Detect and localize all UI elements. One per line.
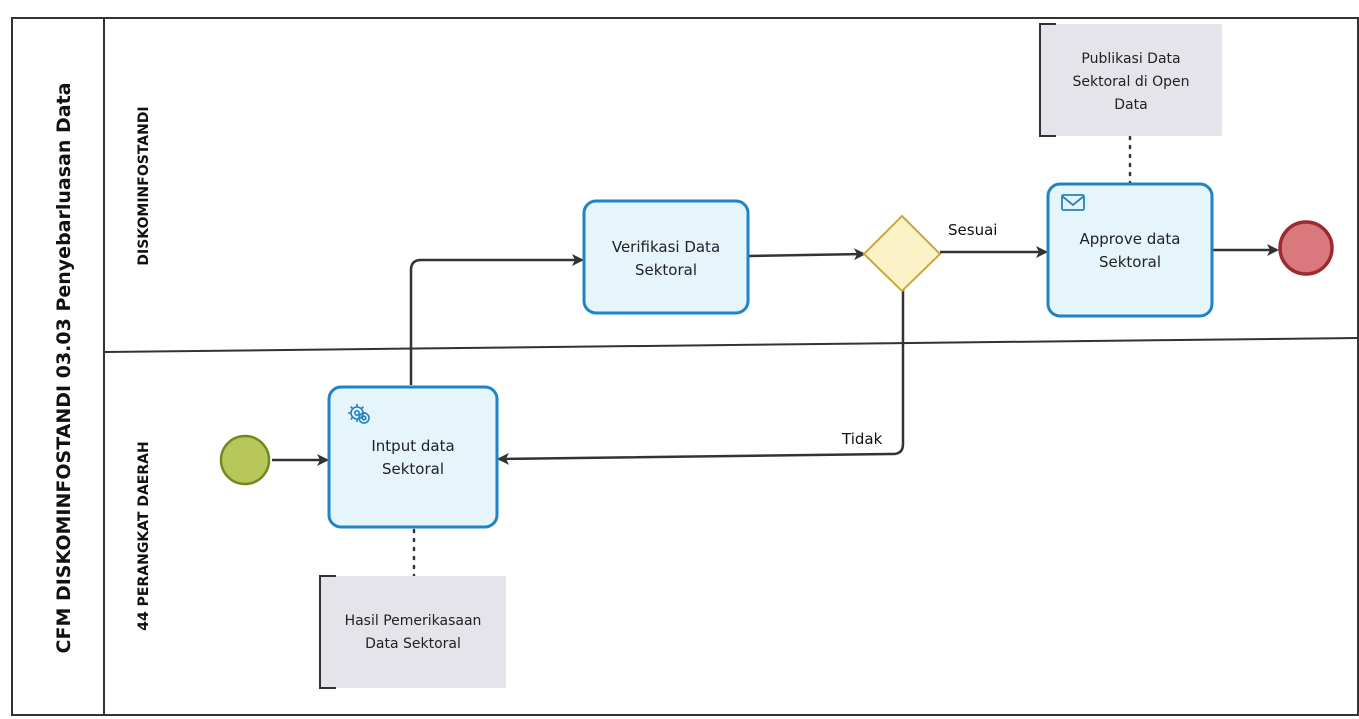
task-approve-label-line2: Sektoral — [1099, 253, 1161, 271]
end-event[interactable] — [1278, 220, 1334, 276]
lane-title-diskominfostandi: DISKOMINFOSTANDI — [136, 106, 152, 265]
task-approve-label-line1: Approve data — [1080, 230, 1181, 248]
flow-label-sesuai: Sesuai — [948, 221, 997, 239]
envelope-icon — [1061, 194, 1085, 211]
annotation-result-line1: Hasil Pemerikasaan — [345, 613, 482, 629]
pool-title: CFM DISKOMINFOSTANDI 03.03 Penyebarluasa… — [53, 83, 75, 654]
annotation-publish-line2: Sektoral di Open — [1073, 74, 1190, 90]
start-event[interactable] — [219, 434, 271, 486]
annotation-publikasi: Publikasi Data Sektoral di Open Data — [1039, 23, 1222, 137]
flow-label-tidak: Tidak — [841, 430, 883, 448]
annotation-result-line2: Data Sektoral — [365, 636, 461, 652]
flow-input-to-verify — [409, 254, 584, 385]
flow-gateway-to-input — [497, 290, 905, 465]
gear-icon — [348, 404, 370, 424]
annotation-publish-line3: Data — [1114, 97, 1147, 113]
task-verify-label-line2: Sektoral — [635, 261, 697, 279]
lane-title-perangkat-daerah: 44 PERANGKAT DAERAH — [136, 441, 152, 630]
task-verifikasi-data-sektoral[interactable]: Verifikasi Data Sektoral — [582, 199, 750, 315]
annotation-hasil-pemeriksaan: Hasil Pemerikasaan Data Sektoral — [319, 575, 506, 689]
task-input-label-line2: Sektoral — [382, 460, 444, 478]
task-approve-data-sektoral[interactable]: Approve data Sektoral — [1046, 182, 1214, 318]
task-verify-label-line1: Verifikasi Data — [612, 238, 720, 256]
task-input-label-line1: Intput data — [371, 437, 454, 455]
flow-verify-to-gateway — [748, 248, 866, 261]
annotation-publish-line1: Publikasi Data — [1081, 51, 1180, 67]
task-input-data-sektoral[interactable]: Intput data Sektoral — [327, 385, 499, 529]
exclusive-gateway[interactable] — [862, 214, 942, 293]
lane-header-divider — [103, 337, 1359, 353]
